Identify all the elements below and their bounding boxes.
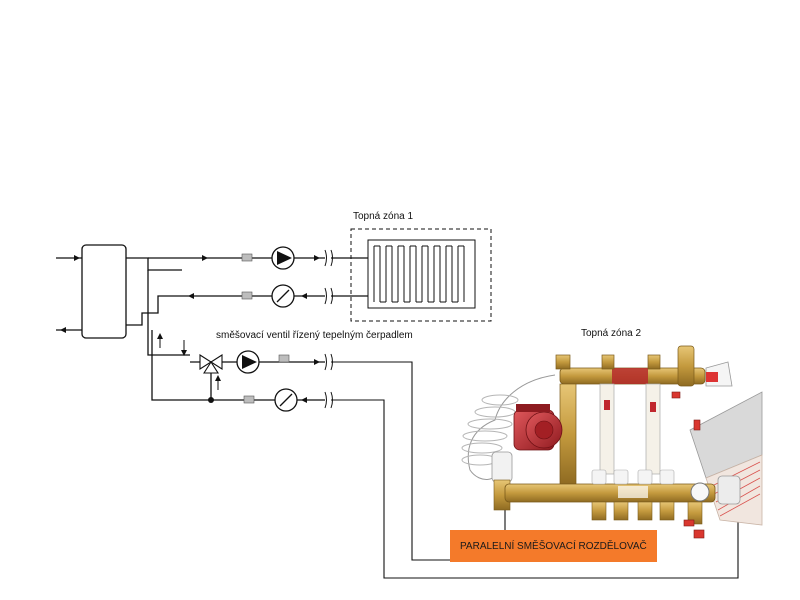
source-inlet-arrow xyxy=(56,255,82,261)
flow-arrow-icon xyxy=(157,333,163,348)
flow-arrow-icon xyxy=(301,397,316,403)
zone1-box: Topná zóna 1 xyxy=(350,211,492,322)
flow-meters xyxy=(599,383,661,475)
manifold-banner-label: PARALELNÍ SMĚŠOVACÍ ROZDĚLOVAČ xyxy=(460,539,647,552)
manifold-illustration xyxy=(461,345,763,539)
manifold-top-valves xyxy=(555,345,695,387)
supply-pipework xyxy=(126,257,325,401)
gauge-marker-zone1-return xyxy=(241,291,253,300)
zone1-label: Topná zóna 1 xyxy=(353,211,413,222)
temperature-gauge xyxy=(690,482,710,502)
return-manifold-bar xyxy=(504,483,716,503)
manifold-riser xyxy=(559,383,577,485)
bypass-junction xyxy=(208,397,214,403)
mixing-valve-label: směšovací ventil řízený tepelným čerpadl… xyxy=(216,330,413,341)
manifold-bottom-outlets xyxy=(591,501,703,525)
flow-arrow-icon xyxy=(181,340,187,356)
buffer-tank xyxy=(81,244,127,339)
gauge-marker-zone1-supply xyxy=(241,253,253,262)
flow-arrow-icon xyxy=(215,375,221,390)
circulation-pump-icon xyxy=(271,246,295,270)
circulation-pump-icon xyxy=(236,350,260,374)
non-return-valve-icon xyxy=(271,284,295,308)
manifold-white-caps xyxy=(591,469,675,485)
three-way-mixing-valve-icon xyxy=(199,353,223,374)
drain-valves xyxy=(671,391,705,539)
red-circulation-pump xyxy=(513,404,563,451)
flow-arrow-icon xyxy=(303,359,320,365)
capillary-tube xyxy=(467,374,556,480)
gauge-marker-zone2-return xyxy=(243,395,255,404)
radiator-icon xyxy=(367,239,476,309)
non-return-valve-icon xyxy=(274,388,298,412)
source-outlet-arrow xyxy=(56,327,82,333)
zone2-label: Topná zóna 2 xyxy=(581,328,641,339)
flow-arrow-icon xyxy=(303,255,320,261)
flow-arrow-icon xyxy=(192,255,208,261)
gauge-marker-zone2-supply xyxy=(278,354,290,363)
zone1-connection-lines xyxy=(331,257,368,297)
flow-arrow-icon xyxy=(188,293,204,299)
flow-arrows xyxy=(157,255,221,390)
thermostatic-valve-head xyxy=(491,451,513,511)
flow-arrow-icon xyxy=(301,293,316,299)
manifold-banner: PARALELNÍ SMĚŠOVACÍ ROZDĚLOVAČ xyxy=(450,530,657,562)
